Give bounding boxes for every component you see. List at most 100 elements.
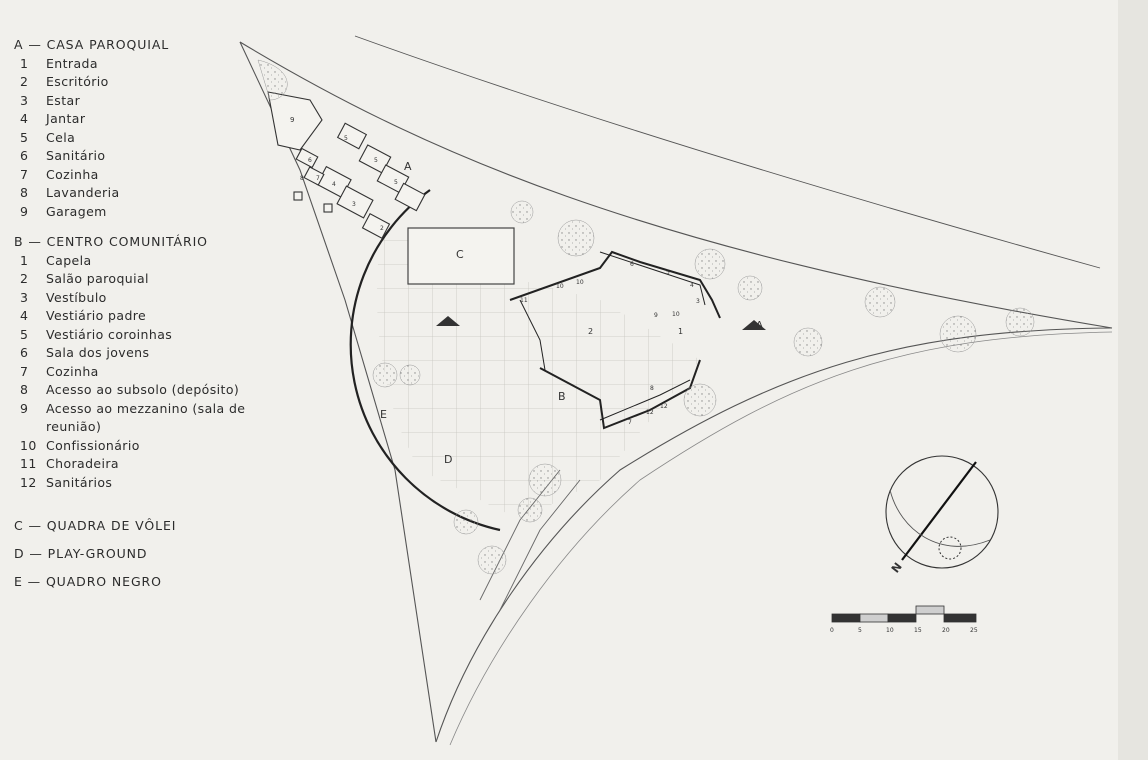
- room-num: 10: [672, 311, 680, 318]
- legend-item-label: Sanitários: [46, 474, 113, 490]
- legend-item-number: 11: [20, 456, 37, 471]
- label-centro: B: [558, 390, 566, 403]
- room-num: 2: [380, 225, 384, 232]
- room-num: 7: [628, 419, 632, 426]
- label-section-left: A: [444, 316, 451, 327]
- room-num: 4: [332, 181, 336, 188]
- legend-item-label: Cela: [46, 129, 76, 145]
- legend-d: D — PLAY-GROUND: [14, 546, 148, 561]
- legend-item-label: Choradeira: [46, 456, 119, 471]
- legend-item-number: 3: [20, 289, 29, 305]
- legend-item-number: 4: [20, 111, 29, 126]
- sun-path: [889, 489, 991, 547]
- legend-c: C — QUADRA DE VÔLEI: [14, 518, 177, 533]
- legend-item-label: Jantar: [46, 111, 86, 126]
- room-num: 10: [556, 283, 564, 290]
- room-num: 5: [374, 157, 378, 164]
- legend-item-number: 6: [20, 345, 29, 360]
- label-salao: 2: [588, 327, 593, 336]
- label-capela: 1: [678, 327, 683, 336]
- room-num: 3: [352, 201, 356, 208]
- legend-item: 4 Jantar: [14, 110, 274, 129]
- label-casa: A: [404, 160, 412, 173]
- north-compass: N: [885, 455, 999, 575]
- legend-item-number: 4: [20, 308, 29, 323]
- legend-item: 10 Confissionário: [14, 437, 274, 456]
- room-num: 5: [394, 179, 398, 186]
- legend-item-number: 1: [20, 252, 29, 268]
- scale-segment: [943, 613, 977, 623]
- compass-circle: [885, 455, 999, 569]
- legend-item-number: 9: [20, 400, 29, 416]
- legend-item-number: 2: [20, 74, 29, 89]
- legend-item-label: Cozinha: [46, 166, 99, 182]
- legend-item: 1 Capela: [14, 252, 274, 271]
- centro-comunitario: [509, 250, 721, 430]
- scale-tick-label: 10: [886, 627, 894, 634]
- sun-icon: [938, 536, 962, 560]
- circular-boundary: [349, 189, 501, 532]
- legend-item: 9 Acesso ao mezzanino (sala de reunião): [14, 400, 274, 437]
- scale-tick-label: 15: [914, 627, 922, 634]
- label-quadro: E: [380, 408, 387, 421]
- legend-item-label: Sanitário: [46, 148, 106, 163]
- legend-item-label: Confissionário: [46, 437, 140, 453]
- scale-tick-label: 0: [830, 627, 834, 634]
- legend-item-label: Acesso ao mezzanino (sala de reunião): [46, 400, 246, 435]
- north-line: [901, 461, 977, 561]
- legend-item-label: Acesso ao subsolo (depósito): [46, 382, 240, 397]
- legend-item-number: 10: [20, 437, 37, 453]
- legend-item: 1 Entrada: [14, 55, 274, 74]
- legend-item-number: 2: [20, 271, 29, 286]
- legend-item: 5 Cela: [14, 129, 274, 148]
- label-garagem: 9: [290, 116, 294, 124]
- legend-e: E — QUADRO NEGRO: [14, 574, 162, 589]
- legend-item-number: 5: [20, 326, 29, 342]
- legend-item-number: 5: [20, 129, 29, 145]
- room-num: 12: [660, 403, 668, 410]
- room-num: 6: [630, 261, 634, 268]
- legend-item-label: Entrada: [46, 55, 98, 71]
- legend-item-label: Lavanderia: [46, 185, 120, 200]
- legend-item: 6 Sala dos jovens: [14, 344, 274, 363]
- room-num: 5: [666, 269, 670, 276]
- legend-item-number: 9: [20, 203, 29, 219]
- scale-segment: [831, 613, 861, 623]
- page-margin: [1118, 0, 1148, 760]
- room-num: 4: [690, 282, 694, 289]
- label-section-right: A: [756, 320, 763, 331]
- legend-item: 12 Sanitários: [14, 474, 274, 493]
- scale-tick-label: 5: [858, 627, 862, 634]
- legend-item-label: Sala dos jovens: [46, 345, 150, 360]
- legend-item-number: 12: [20, 474, 37, 490]
- section-marker-left: [436, 316, 460, 326]
- legend-item: 11 Choradeira: [14, 455, 274, 474]
- room-num: 11: [520, 297, 528, 304]
- section-marker-right: [742, 320, 766, 330]
- plaza-paving: [376, 230, 700, 520]
- scale-tick-label: 25: [970, 627, 978, 634]
- legend-item-number: 1: [20, 55, 29, 71]
- room-num: 8: [650, 385, 654, 392]
- legend-item-number: 7: [20, 363, 29, 379]
- room-num: 3: [696, 298, 700, 305]
- scale-segment: [887, 613, 917, 623]
- room-num: 10: [576, 279, 584, 286]
- legend-item-label: Capela: [46, 252, 92, 268]
- legend-item-label: Cozinha: [46, 363, 99, 379]
